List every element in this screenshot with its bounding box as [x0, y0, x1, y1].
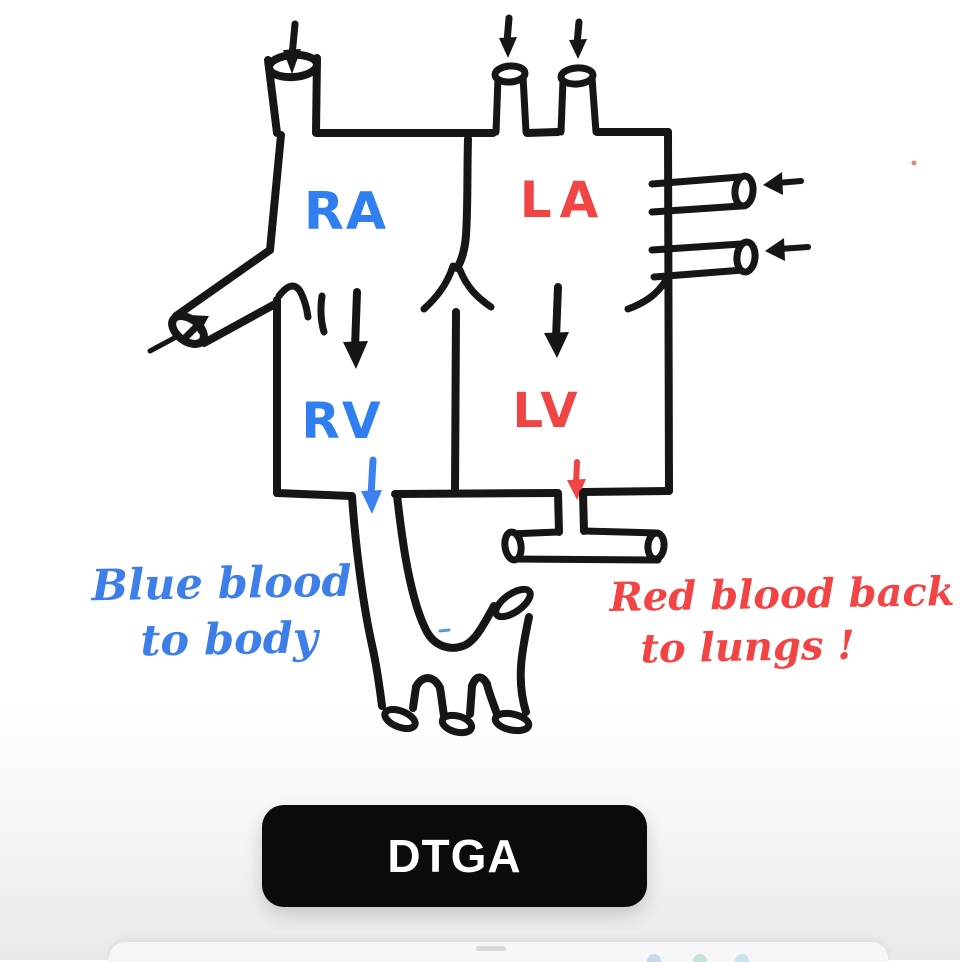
- aorta-outer-wall: [348, 492, 386, 710]
- branch-leg-2: [436, 682, 476, 720]
- pulmonary-vein-top-1: [491, 14, 530, 136]
- dtga-title-button[interactable]: DTGA: [262, 805, 647, 907]
- pulmonary-vein-right-1: [648, 172, 804, 216]
- arrow-shaft: [351, 288, 361, 352]
- note-left-line2: to body: [140, 613, 319, 667]
- ivc-upper-wall: [172, 246, 274, 320]
- vein-opening: [731, 172, 757, 210]
- flow-arrow-head: [763, 172, 783, 195]
- svc-vessel: [264, 20, 321, 137]
- ivc-tail-line: [147, 333, 181, 354]
- branch-foot-1: [381, 705, 419, 733]
- aorta-arch-opening: [492, 585, 534, 621]
- pen-tool-icon[interactable]: [693, 954, 707, 962]
- aorta: [348, 491, 534, 737]
- pa-top-wall: [505, 527, 661, 538]
- bottom-toolbar-sheet[interactable]: [109, 942, 888, 962]
- pen-tool-icon[interactable]: [735, 954, 749, 962]
- ventricular-septum: [451, 308, 460, 495]
- mitral-fan-left: [420, 262, 457, 313]
- label-rv: RV: [301, 392, 382, 450]
- vein-walls: [648, 173, 745, 216]
- pa-opening-left: [501, 528, 525, 564]
- flow-arrow-head: [499, 37, 517, 58]
- arrow-head: [544, 332, 569, 358]
- bottom-edge-lv: [579, 487, 673, 496]
- pulmonary-artery: [501, 489, 668, 564]
- sheet-drag-handle-icon[interactable]: [476, 946, 506, 951]
- label-ra: RA: [304, 182, 388, 242]
- vein-walls: [557, 74, 600, 136]
- arrow-head: [567, 479, 586, 500]
- arch-right-leg-inner: [483, 680, 501, 718]
- ivc-lower-wall: [200, 299, 281, 347]
- note-right-line2: to lungs !: [640, 621, 856, 673]
- branch-foot-3: [491, 709, 533, 735]
- bottom-edge-mid: [391, 489, 561, 498]
- flow-arrow-head: [569, 39, 587, 59]
- note-left-line1: Blue blood: [91, 556, 353, 612]
- aorta-inner-wall: [393, 491, 498, 652]
- vein-walls: [648, 240, 747, 281]
- note-right-line1: Red blood back: [609, 567, 955, 622]
- atrial-septum: [453, 135, 472, 272]
- tricuspid-curve: [275, 282, 312, 321]
- tricuspid-tick: [317, 292, 328, 336]
- stray-red-dot: [911, 160, 917, 166]
- arch-right-leg-outer: [516, 613, 533, 716]
- arrow-shaft: [552, 283, 562, 342]
- pen-tool-icon[interactable]: [647, 954, 661, 962]
- pulmonary-vein-top-2: [557, 18, 600, 136]
- la-to-lv-arrow: [544, 283, 569, 358]
- svc-flow-arrow-head: [283, 49, 301, 74]
- left-wall-upper: [266, 131, 285, 254]
- rv-outflow-arrow: [361, 456, 382, 514]
- lv-outflow-arrow: [567, 459, 586, 500]
- branch-leg-1: [409, 683, 420, 712]
- heart-outline: [266, 128, 673, 500]
- vein-opening: [557, 64, 597, 88]
- label-la: LA: [520, 171, 607, 229]
- note-blue-blood-to-body: Blue blood to body: [91, 556, 353, 670]
- pa-connector: [554, 489, 588, 536]
- mitral-fan-right: [456, 266, 495, 311]
- branch-foot-2: [438, 711, 476, 737]
- la-corner-curve: [624, 276, 670, 313]
- pa-opening-right: [644, 529, 668, 563]
- arrow-head: [361, 490, 382, 514]
- flow-arrow-head: [765, 238, 785, 261]
- ivc-flow-arrow-head: [188, 315, 209, 334]
- label-lv: LV: [512, 383, 581, 439]
- vein-walls: [492, 72, 530, 136]
- arrow-shaft: [367, 456, 377, 500]
- pa-bottom-wall: [508, 555, 662, 564]
- vein-opening: [491, 62, 529, 86]
- bottom-edge-rv: [273, 489, 355, 500]
- arrow-head: [343, 341, 368, 369]
- right-wall: [664, 128, 673, 495]
- ra-to-rv-arrow: [343, 288, 368, 369]
- note-red-blood-to-lungs: Red blood back to lungs !: [609, 567, 956, 675]
- ivc-vessel: [147, 246, 281, 354]
- stray-blue-dash: [438, 628, 451, 633]
- top-edge: [314, 128, 672, 137]
- pulmonary-vein-right-2: [648, 238, 811, 281]
- vein-opening: [733, 238, 759, 276]
